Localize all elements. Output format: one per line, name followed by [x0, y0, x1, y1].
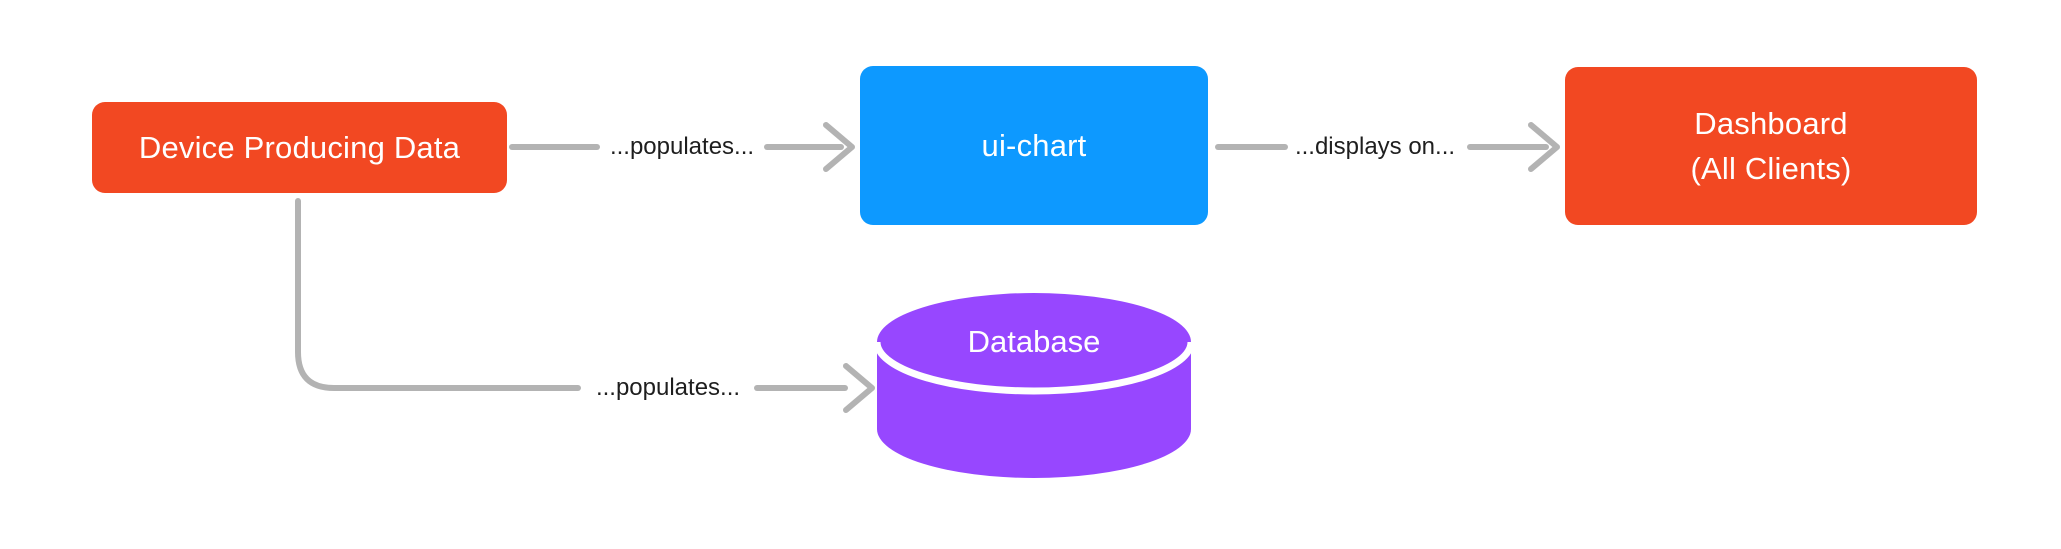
edge-label-populates-bottom: ...populates... — [595, 374, 741, 401]
node-ui-chart: ui-chart — [860, 66, 1208, 225]
edge-label-populates-top: ...populates... — [609, 133, 755, 160]
arrowhead-icon — [1528, 122, 1560, 172]
arrowhead-icon — [823, 122, 855, 172]
cylinder-separator-line — [873, 341, 1195, 395]
edge-device-to-database-elbow — [295, 198, 581, 391]
cylinder-top — [877, 293, 1191, 391]
node-label-line2: (All Clients) — [1690, 151, 1852, 186]
node-device-producing-data: Device Producing Data — [92, 102, 507, 193]
node-database-cylinder — [873, 293, 1195, 478]
node-label: Device Producing Data — [138, 129, 461, 165]
node-database-label: Database — [967, 324, 1101, 359]
node-label-line1: Dashboard — [1694, 106, 1848, 141]
edge-label-displays-on: ...displays on... — [1294, 133, 1456, 160]
arrowhead-icon — [843, 363, 875, 413]
node-label: ui-chart — [981, 127, 1087, 163]
node-dashboard: Dashboard (All Clients) — [1565, 67, 1977, 225]
